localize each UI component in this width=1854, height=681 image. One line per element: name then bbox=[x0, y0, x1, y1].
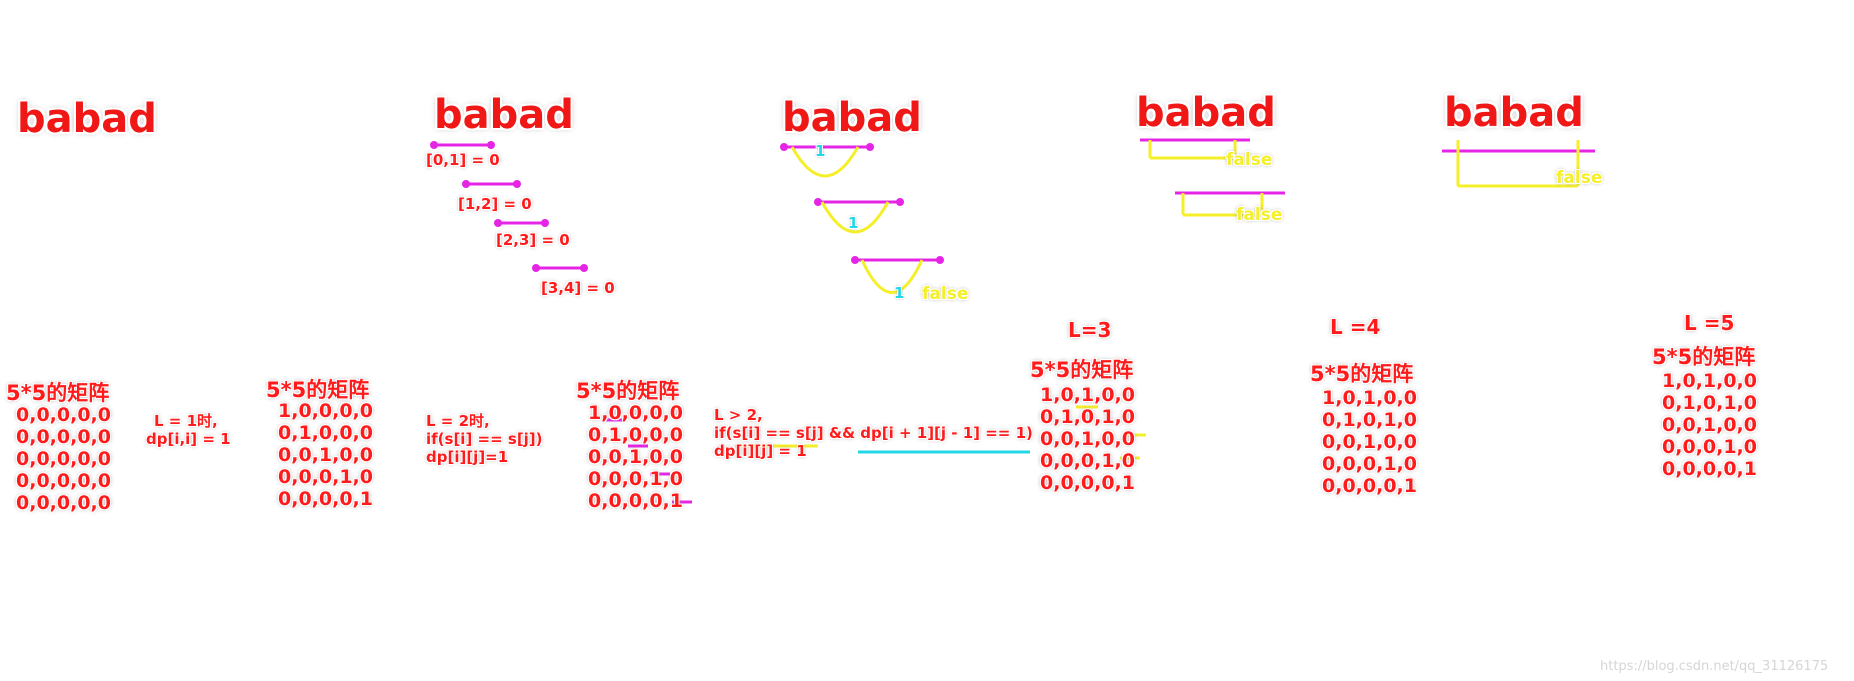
matrix-row: 0,1,0,1,0 bbox=[1662, 392, 1757, 414]
full-bracket-0-4 bbox=[1442, 140, 1595, 188]
matrix-row: 0,0,0,0,1 bbox=[1662, 458, 1757, 480]
word-babad-4: babad bbox=[1136, 90, 1276, 136]
arc-one-label: 1 bbox=[894, 284, 905, 302]
false-label: false bbox=[1556, 168, 1603, 188]
watermark: https://blog.csdn.net/qq_31126175 bbox=[1600, 659, 1829, 674]
matrix-row: 0,0,0,0,0 bbox=[16, 470, 111, 492]
note-line: if(s[i] == s[j] && dp[i + 1][j - 1] == 1… bbox=[714, 424, 1033, 442]
matrix-row: 0,0,0,1,0 bbox=[588, 468, 683, 490]
note-line: L = 2时, bbox=[426, 412, 490, 430]
quad-bracket-1-4 bbox=[1175, 191, 1285, 217]
word-babad-3: babad bbox=[782, 95, 922, 141]
matrix-title: 5*5的矩阵 bbox=[6, 381, 110, 405]
matrix-row: 0,0,0,0,0 bbox=[16, 426, 111, 448]
pair-bracket-2-3 bbox=[494, 219, 549, 227]
matrix-row: 0,0,1,0,0 bbox=[1662, 414, 1757, 436]
matrix2-highlights bbox=[603, 418, 692, 504]
matrix-row: 0,0,1,0,0 bbox=[588, 446, 683, 468]
matrix-after-l2: 1,0,0,0,0 0,1,0,0,0 0,0,1,0,0 0,0,0,1,0 … bbox=[588, 402, 683, 512]
matrix-after-l3: 1,0,1,0,0 0,1,0,1,0 0,0,1,0,0 0,0,0,1,0 … bbox=[1040, 384, 1135, 494]
matrix-row: 0,0,0,0,1 bbox=[1040, 472, 1135, 494]
matrix-row: 0,0,1,0,0 bbox=[278, 444, 373, 466]
matrix-row: 0,0,0,0,0 bbox=[16, 448, 111, 470]
matrix-row: 0,0,0,0,0 bbox=[16, 404, 111, 426]
note-line: L > 2, bbox=[714, 406, 763, 424]
matrix-row: 1,0,1,0,0 bbox=[1662, 370, 1757, 392]
matrix-row: 0,0,0,1,0 bbox=[1040, 450, 1135, 472]
note-lgt2: L > 2, if(s[i] == s[j] && dp[i + 1][j - … bbox=[714, 406, 1033, 460]
arc-one-label: 1 bbox=[848, 214, 859, 232]
matrix-row: 0,1,0,1,0 bbox=[1322, 409, 1417, 431]
note-line: dp[i][j] = 1 bbox=[714, 442, 807, 460]
matrix-row: 0,0,1,0,0 bbox=[1322, 431, 1417, 453]
false-label: false bbox=[922, 284, 969, 304]
false-label: false bbox=[1236, 205, 1283, 225]
matrix-row: 0,1,0,1,0 bbox=[1040, 406, 1135, 428]
matrix-title: 5*5的矩阵 bbox=[1030, 358, 1134, 382]
matrix-row: 1,0,1,0,0 bbox=[1322, 387, 1417, 409]
level-label-5: L =5 bbox=[1684, 311, 1735, 335]
pair-bracket-1-2 bbox=[462, 180, 521, 188]
matrix-row: 1,0,1,0,0 bbox=[1040, 384, 1135, 406]
matrix-initial: 0,0,0,0,0 0,0,0,0,0 0,0,0,0,0 0,0,0,0,0 … bbox=[16, 404, 111, 514]
pair-label-1-2: [1,2] = 0 bbox=[458, 195, 532, 213]
matrix-row: 0,0,0,0,1 bbox=[1322, 475, 1417, 497]
quad-bracket-0-3 bbox=[1140, 138, 1250, 160]
matrix-row: 0,0,0,0,0 bbox=[16, 492, 111, 514]
level-label-3: L=3 bbox=[1068, 318, 1112, 342]
false-label: false bbox=[1226, 150, 1273, 170]
matrix-title: 5*5的矩阵 bbox=[266, 378, 370, 402]
matrix-row: 0,0,0,1,0 bbox=[278, 466, 373, 488]
word-babad-2: babad bbox=[434, 92, 574, 138]
matrix-row: 0,1,0,0,0 bbox=[278, 422, 373, 444]
note-line: dp[i][j]=1 bbox=[426, 448, 509, 466]
matrix-after-l1: 1,0,0,0,0 0,1,0,0,0 0,0,1,0,0 0,0,0,1,0 … bbox=[278, 400, 373, 510]
triple-bracket-0-2 bbox=[780, 143, 874, 178]
matrix-row: 0,0,0,1,0 bbox=[1322, 453, 1417, 475]
matrix-title: 5*5的矩阵 bbox=[1652, 345, 1756, 369]
word-babad-5: babad bbox=[1444, 90, 1584, 136]
matrix3-highlights bbox=[1076, 405, 1146, 460]
matrix-row: 0,0,0,1,0 bbox=[1662, 436, 1757, 458]
matrix-row: 1,0,0,0,0 bbox=[588, 402, 683, 424]
pair-label-0-1: [0,1] = 0 bbox=[426, 151, 500, 169]
note-line: L = 1时, bbox=[154, 412, 218, 430]
pair-bracket-3-4 bbox=[532, 264, 588, 272]
note-line: dp[i,i] = 1 bbox=[146, 430, 231, 448]
matrix-row: 1,0,0,0,0 bbox=[278, 400, 373, 422]
matrix-row: 0,0,0,0,1 bbox=[278, 488, 373, 510]
matrix-title: 5*5的矩阵 bbox=[576, 379, 680, 403]
matrix-after-l5: 1,0,1,0,0 0,1,0,1,0 0,0,1,0,0 0,0,0,1,0 … bbox=[1662, 370, 1757, 480]
triple-bracket-1-3 bbox=[814, 198, 904, 234]
matrix-row: 0,0,0,0,1 bbox=[588, 490, 683, 512]
note-l1: L = 1时, dp[i,i] = 1 bbox=[146, 412, 231, 448]
matrix-title: 5*5的矩阵 bbox=[1310, 362, 1414, 386]
level-label-4: L =4 bbox=[1330, 315, 1381, 339]
matrix-row: 0,0,1,0,0 bbox=[1040, 428, 1135, 450]
matrix-row: 0,1,0,0,0 bbox=[588, 424, 683, 446]
pair-label-3-4: [3,4] = 0 bbox=[541, 279, 615, 297]
word-babad-1: babad bbox=[17, 96, 157, 142]
note-l2: L = 2时, if(s[i] == s[j]) dp[i][j]=1 bbox=[426, 412, 543, 466]
condition-underlines bbox=[735, 444, 1030, 454]
matrix-after-l4: 1,0,1,0,0 0,1,0,1,0 0,0,1,0,0 0,0,0,1,0 … bbox=[1322, 387, 1417, 497]
triple-bracket-2-4 bbox=[851, 256, 944, 294]
arc-one-label: 1 bbox=[815, 142, 826, 160]
pair-bracket-0-1 bbox=[430, 141, 495, 149]
note-line: if(s[i] == s[j]) bbox=[426, 430, 543, 448]
pair-label-2-3: [2,3] = 0 bbox=[496, 231, 570, 249]
